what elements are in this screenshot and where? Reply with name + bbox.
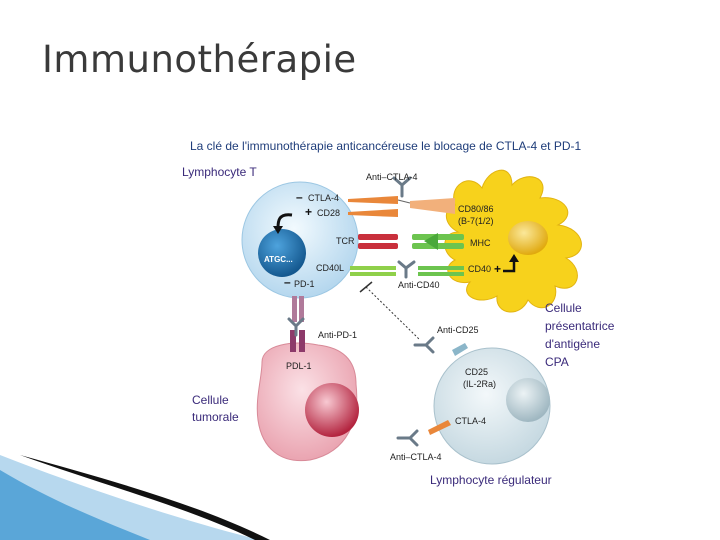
apc-nucleus [508, 221, 548, 255]
apc-label-2: présentatrice [545, 319, 615, 333]
tumor-nucleus [305, 383, 359, 437]
tumor-label-2: tumorale [192, 410, 239, 424]
anti-pd1-antibody-icon [287, 317, 305, 337]
ctla4-label: CTLA-4 [308, 193, 339, 203]
cd25-label: CD25 [465, 367, 488, 377]
tcr-receptor [358, 234, 398, 240]
anti-cd40-label: Anti-CD40 [398, 280, 440, 290]
figure-heading: La clé de l'immunothérapie anticancéreus… [190, 139, 582, 153]
pd1-receptor [292, 296, 297, 322]
anti-ctla4-top-antibody-icon [392, 176, 412, 198]
pdl1-label: PDL-1 [286, 361, 312, 371]
antigen-arrow-icon [424, 233, 438, 250]
cd25-receptor [452, 343, 468, 356]
mhc-label: MHC [470, 238, 491, 248]
t-cell-nucleus [258, 229, 306, 277]
apc-label-4: CPA [545, 355, 569, 369]
cd40l-receptor [350, 266, 396, 270]
anti-pd1-label: Anti-PD-1 [318, 330, 357, 340]
anti-cd40-antibody-icon [397, 260, 416, 279]
b7-label: (B-7(1/2) [458, 216, 494, 226]
anti-cd25-label: Anti-CD25 [437, 325, 479, 335]
treg-label: Lymphocyte régulateur [430, 473, 552, 487]
treg-cell [433, 347, 551, 465]
plus-sign-cd40: + [494, 262, 501, 276]
inhibition-line [365, 286, 421, 341]
slide-title: Immunothérapie [42, 38, 357, 81]
cd40-arrow-icon [503, 260, 516, 273]
anti-ctla4-bottom-label: Anti–CTLA-4 [390, 452, 442, 462]
t-cell-label: Lymphocyte T [182, 165, 257, 179]
il2ra-label: (IL-2Ra) [463, 379, 496, 389]
apc-label-3: d'antigène [545, 337, 600, 351]
anti-ctla4-bottom-antibody-icon [396, 429, 419, 447]
pd1-label: PD-1 [294, 279, 315, 289]
cd80-86-ligand [410, 198, 455, 214]
ctla4-receptor [348, 196, 398, 204]
tumor-label-1: Cellule [192, 393, 229, 407]
anti-ctla4-top-label: Anti–CTLA-4 [366, 172, 418, 182]
cd28-receptor [348, 209, 398, 217]
treg-nucleus [506, 378, 550, 422]
tcr-label: TCR [336, 236, 355, 246]
cd40l-label: CD40L [316, 263, 344, 273]
pdl1-ligand [290, 330, 296, 352]
cd80-86-label: CD80/86 [458, 204, 494, 214]
apc-label-1: Cellule [545, 301, 582, 315]
plus-sign-cd28: + [305, 205, 312, 219]
cd28-label: CD28 [317, 208, 340, 218]
cd40-label: CD40 [468, 264, 491, 274]
cd40-ligand [418, 266, 464, 270]
anti-cd25-antibody-icon [413, 336, 435, 354]
treg-ctla4-label: CTLA-4 [455, 416, 486, 426]
atgc-label: ATGC... [264, 255, 293, 264]
treg-ctla4-receptor [428, 420, 451, 435]
minus-sign-ctla4: – [296, 190, 303, 204]
minus-sign-pd1: – [284, 275, 291, 289]
